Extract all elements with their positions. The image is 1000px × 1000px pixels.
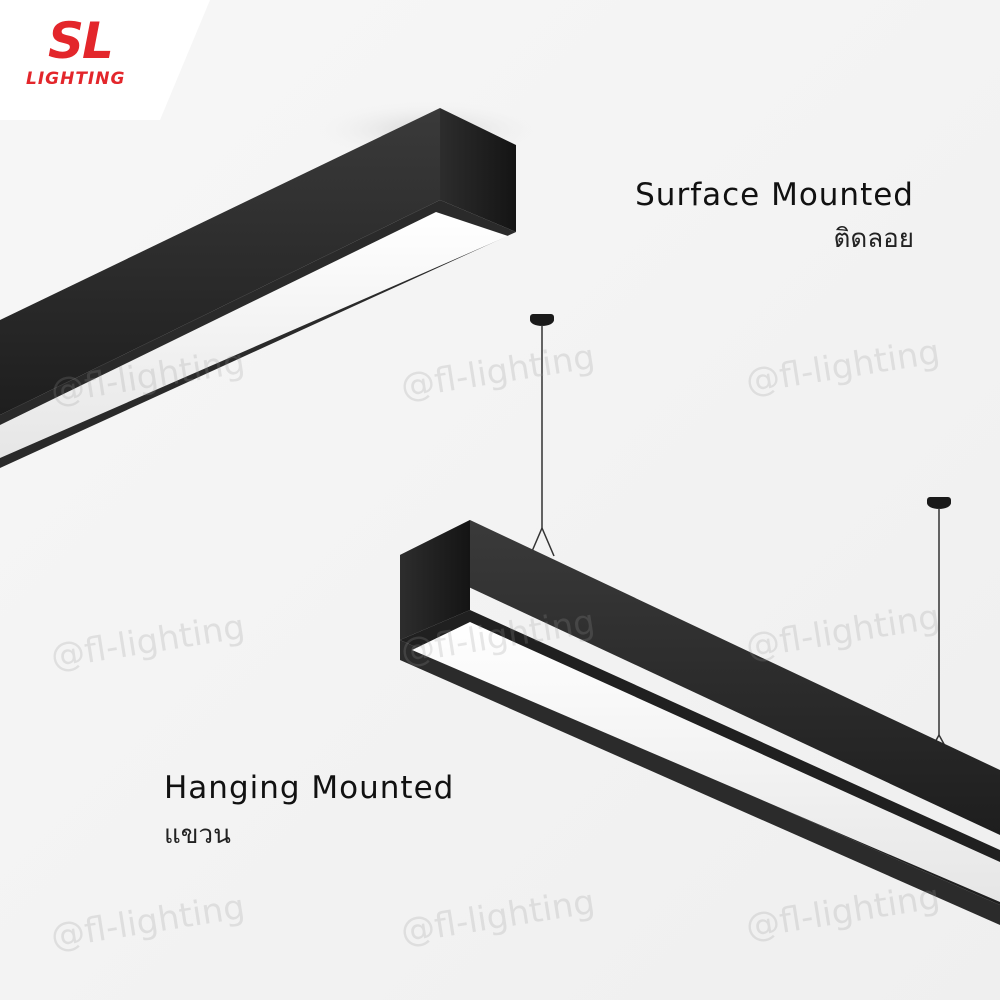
hanging-fixture-end: [400, 520, 470, 640]
hanging-mounted-subtitle: แขวน: [164, 820, 231, 850]
hanging-mounted-title: Hanging Mounted: [164, 770, 455, 806]
canopy-body-right: [927, 497, 951, 505]
hanging-fixture-top: [400, 520, 1000, 835]
hanging-fixture-diffuser: [412, 622, 1000, 902]
surface-fixture-side: [0, 108, 440, 415]
hanging-cables: [529, 314, 951, 756]
surface-fixture-diffuser: [0, 212, 508, 458]
surface-fixture: [0, 108, 516, 468]
hanging-fixture: [400, 520, 1000, 925]
hanging-fixture-rim: [400, 640, 1000, 925]
brand-logo: SL LIGHTING: [0, 0, 220, 130]
surface-mounted-title: Surface Mounted: [635, 177, 914, 213]
surface-fixture-end: [440, 108, 516, 232]
logo-card: [0, 0, 210, 120]
logo-primary-text: SL: [48, 12, 114, 70]
canopy-body-left: [530, 314, 554, 322]
logo-secondary-text: LIGHTING: [26, 69, 126, 89]
surface-mounted-subtitle: ติดลอย: [833, 224, 914, 254]
